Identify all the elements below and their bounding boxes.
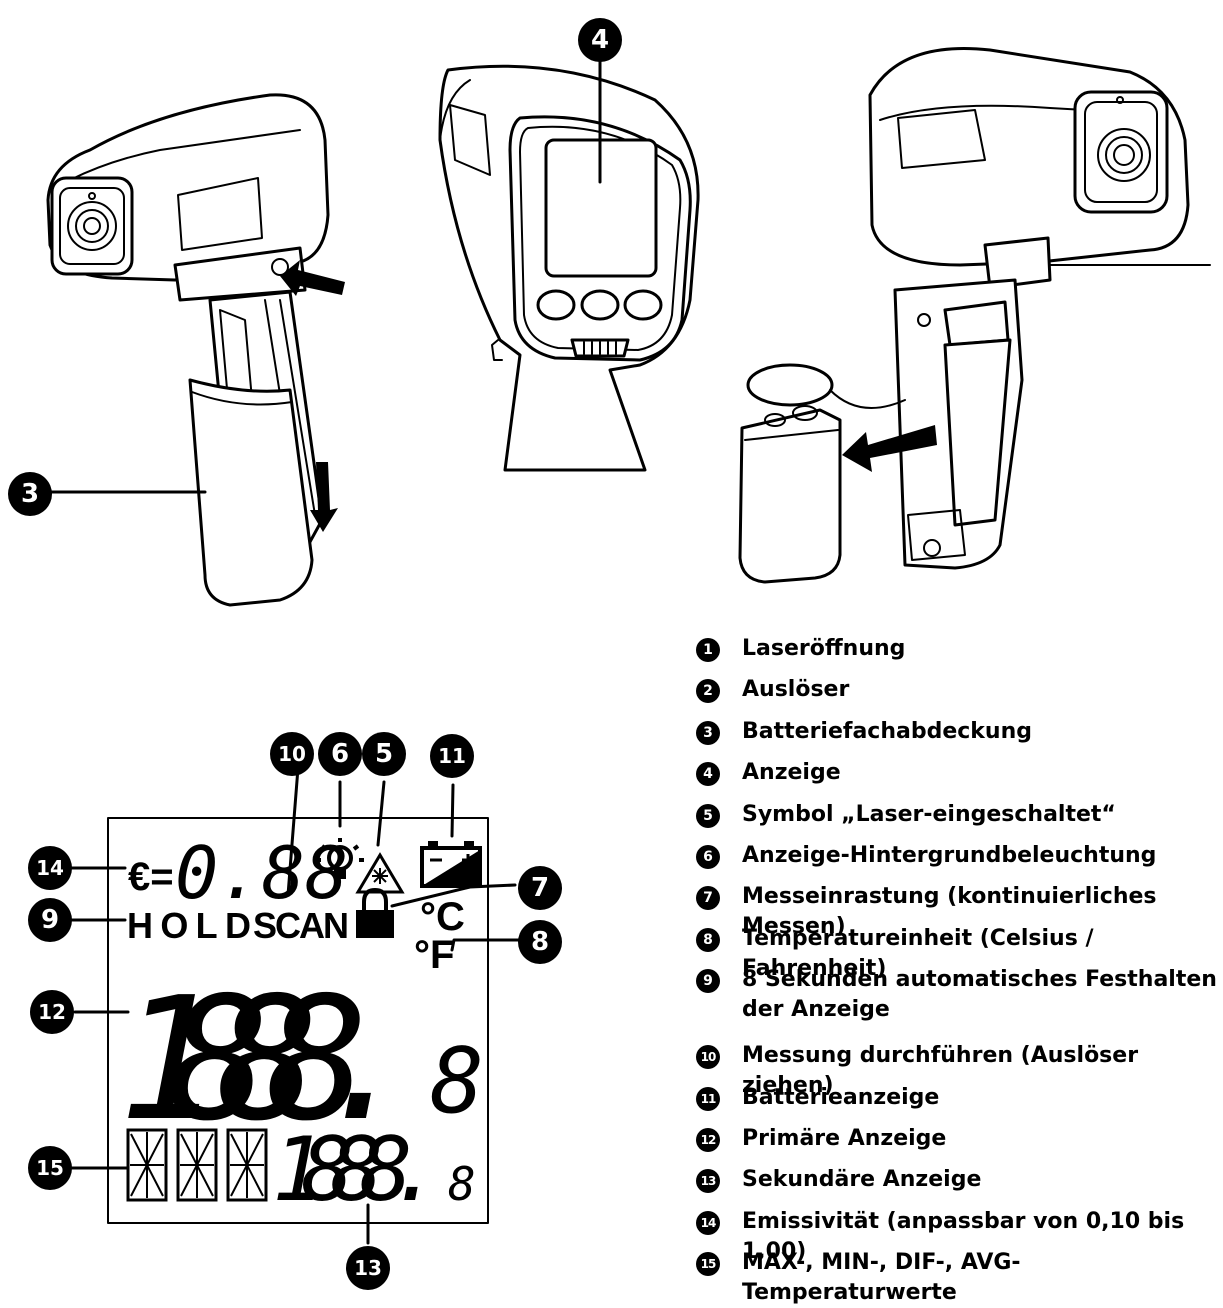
svg-text:15: 15 [36,1156,64,1180]
device-left-illustration [46,93,345,607]
legend-number-badge: 1 [696,638,720,662]
legend-text: Primäre Anzeige [742,1125,947,1151]
legend-text: Emissivität (anpassbar von 0,10 bis 1,00… [742,1208,1185,1264]
primary-decimal: 8 [430,1029,484,1134]
leader-lines [50,60,602,1245]
starburst-digit [226,1128,268,1202]
starburst-digit [126,1128,168,1202]
legend-list: 1 Laseröffnung 2 Auslöser 3 Batteriefachabdec… [696,632,1223,1305]
legend-text: Temperatureinheit (Celsius / Fahrenheit) [742,925,1094,981]
legend-number-badge: 13 [696,1169,720,1194]
svg-text:14: 14 [36,856,64,880]
legend-item: 4 Anzeige [696,756,1223,797]
svg-text:10: 10 [278,742,306,766]
lcd-panel: €= 0.88 HOLD SCAN °C [107,817,489,1224]
legend-number-badge: 12 [696,1127,720,1152]
legend-item: 7 Messeinrastung (kontinuierliches Messen… [696,880,1223,939]
svg-text:5: 5 [375,739,393,769]
legend-text: Sekundäre Anzeige [742,1167,982,1193]
callout-11: 11 [430,734,474,778]
legend-text: Laseröffnung [742,636,906,661]
legend-text: 8 Sekunden automatisches Festhalten der … [742,967,1217,1023]
emissivity-prefix: €= [128,855,174,899]
callout-10: 10 [270,732,314,776]
laser-icon [355,852,405,894]
legend-text: Anzeige-Hintergrundbeleuchtung [742,842,1157,868]
legend-item: 9 8 Sekunden automatisches Festhalten der… [696,963,1223,1039]
starburst-digit [176,1128,218,1202]
device-right-illustration [738,46,1211,584]
legend-item: 2 Auslöser [696,673,1223,714]
emissivity-value: 0.88 [175,831,348,915]
legend-item: 12 Primäre Anzeige [696,1122,1223,1163]
legend-number-badge: 14 [696,1210,720,1235]
svg-text:12: 12 [38,1000,66,1024]
callout-8: 8 [518,920,562,964]
lock-icon [356,887,394,938]
svg-text:8: 8 [531,927,549,957]
legend-number-badge: 8 [696,927,720,952]
legend-number-badge: 2 [696,679,720,704]
callout-5: 5 [362,732,406,776]
legend-item: 11 Batterieanzeige [696,1081,1223,1122]
legend-number-badge: 3 [696,720,720,745]
legend-item: 10 Messung durchführen (Auslöser ziehen) [696,1039,1223,1098]
legend-text: Auslöser [742,677,850,703]
svg-text:6: 6 [331,739,349,769]
callout-7: 7 [518,866,562,910]
legend-text: Anzeige [742,760,841,786]
svg-text:11: 11 [438,744,466,768]
callout-4: 4 [578,18,622,62]
unit-fahrenheit: °F [414,933,454,977]
callout-3: 3 [8,472,52,516]
legend-text: Messung durchführen (Auslöser ziehen) [742,1043,1139,1099]
callout-15: 15 [28,1146,72,1190]
battery-icon [420,841,482,888]
legend-number-badge: 9 [696,969,720,994]
legend-item: 6 Anzeige-Hintergrundbeleuchtung [696,839,1223,880]
legend-item: 1 Laseröffnung [696,632,1223,673]
legend-number-badge: 7 [696,886,720,911]
legend-text: MAX-, MIN-, DIF-, AVG-Temperaturwerte [742,1250,1021,1306]
legend-text: Batterieanzeige [742,1084,940,1110]
legend-item: 15 MAX-, MIN-, DIF-, AVG-Temperaturwerte [696,1246,1223,1305]
legend-item: 14 Emissivität (anpassbar von 0,10 bis 1,… [696,1205,1223,1264]
secondary-decimal: 8 [448,1157,476,1211]
callout-13: 13 [346,1246,390,1290]
lcd-frame [107,817,489,1224]
secondary-display: 1888. [272,1118,442,1221]
callout-9: 9 [28,898,72,942]
svg-text:9: 9 [41,905,59,935]
callout-6: 6 [318,732,362,776]
legend-number-badge: 11 [696,1086,720,1111]
primary-display: 1888. [118,961,418,1159]
callout-12: 12 [30,990,74,1034]
legend-text: Symbol „Laser-eingeschaltet“ [742,801,1116,827]
svg-text:4: 4 [591,25,609,55]
callout-14: 14 [28,846,72,890]
secondary-alpha-segments [126,1128,268,1202]
svg-text:13: 13 [354,1256,382,1280]
legend-item: 13 Sekundäre Anzeige [696,1163,1223,1204]
svg-text:3: 3 [21,479,39,509]
legend-number-badge: 15 [696,1252,720,1277]
legend-item: 3 Batteriefachabdeckung [696,715,1223,756]
legend-item: 8 Temperatureinheit (Celsius / Fahrenheit… [696,922,1223,981]
legend-number-badge: 10 [696,1045,720,1070]
unit-celsius: °C [420,895,465,939]
legend-number-badge: 5 [696,803,720,828]
backlight-icon [316,838,364,879]
svg-text:7: 7 [531,873,549,903]
device-center-illustration [438,64,700,472]
scan-label: SCAN [253,905,349,946]
legend-number-badge: 4 [696,762,720,787]
legend-number-badge: 6 [696,844,720,869]
legend-text: Messeinrastung (kontinuierliches Messen) [742,884,1157,940]
legend-item: 5 Symbol „Laser-eingeschaltet“ [696,798,1223,839]
legend-text: Batteriefachabdeckung [742,718,1033,744]
